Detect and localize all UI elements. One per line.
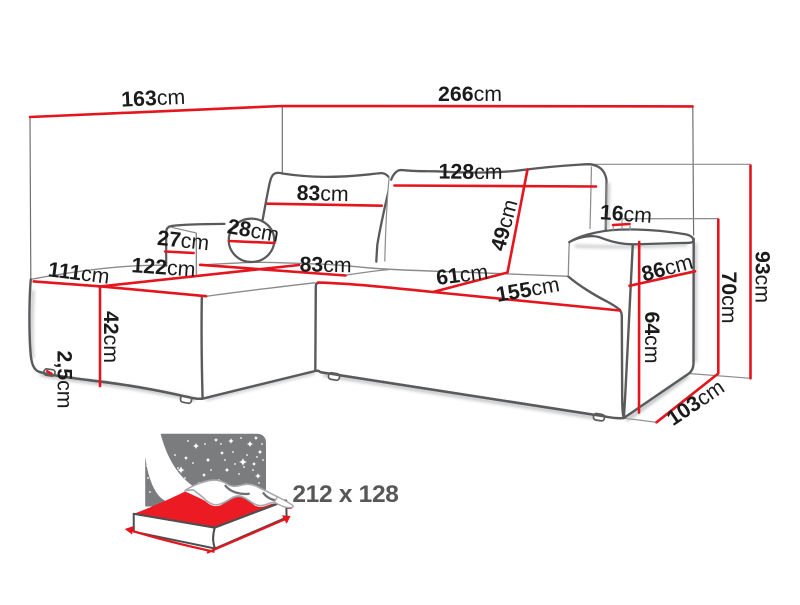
svg-text:266cm: 266cm <box>438 82 502 106</box>
svg-text:2,5cm: 2,5cm <box>53 351 77 409</box>
svg-text:16cm: 16cm <box>599 200 653 228</box>
svg-text:122cm: 122cm <box>131 253 196 281</box>
svg-text:83cm: 83cm <box>299 252 352 277</box>
svg-text:111cm: 111cm <box>47 257 111 288</box>
svg-text:61cm: 61cm <box>435 260 490 290</box>
svg-text:83cm: 83cm <box>296 181 349 206</box>
svg-text:128cm: 128cm <box>438 160 502 185</box>
svg-text:163cm: 163cm <box>121 85 186 112</box>
svg-text:212 x 128: 212 x 128 <box>292 481 398 508</box>
svg-text:70cm: 70cm <box>717 271 741 323</box>
svg-text:93cm: 93cm <box>750 251 774 303</box>
svg-text:42cm: 42cm <box>99 311 123 363</box>
svg-text:27cm: 27cm <box>156 226 210 255</box>
svg-text:28cm: 28cm <box>225 214 280 247</box>
svg-text:64cm: 64cm <box>640 311 664 363</box>
svg-text:155cm: 155cm <box>494 272 561 307</box>
